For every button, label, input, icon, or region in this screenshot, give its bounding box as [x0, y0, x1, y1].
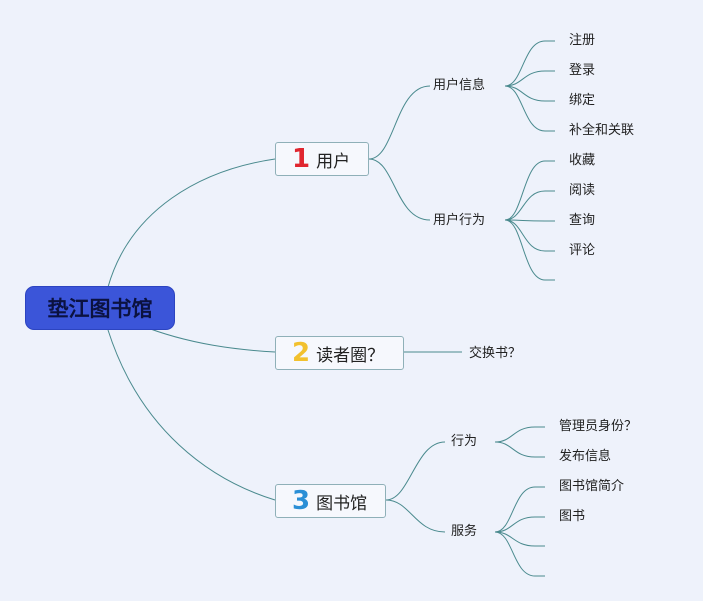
connector-leaf-lib-service-0	[494, 486, 536, 533]
topic-number-2: 2	[292, 338, 311, 368]
subtopic-exchange-books[interactable]: 交换书？	[469, 346, 522, 361]
connector-root-user	[107, 158, 276, 288]
connector-library-service	[385, 499, 446, 533]
connector-leaf-lib-service-3	[494, 531, 536, 577]
connector-leaf-behavior-4	[504, 219, 546, 281]
topic-user[interactable]: 1 用户	[275, 142, 369, 176]
leaf-admin-identity[interactable]: 管理员身份？	[559, 419, 638, 434]
connector-leaf-behavior-2	[504, 219, 546, 222]
connector-leaf-info-3	[504, 85, 546, 132]
leaf-register[interactable]: 注册	[569, 33, 596, 48]
connector-root-library	[107, 329, 276, 501]
connector-leaf-behavior-3	[504, 219, 546, 252]
leaf-read[interactable]: 阅读	[569, 183, 596, 198]
topic-number-1: 1	[292, 144, 311, 174]
topic-reader-circle[interactable]: 2 读者圈？	[275, 336, 404, 370]
leaf-comment[interactable]: 评论	[569, 243, 596, 258]
leaf-books[interactable]: 图书	[559, 509, 586, 524]
subtopic-library-behavior[interactable]: 行为	[451, 434, 478, 449]
connector-leaf-lib-behavior-1	[494, 441, 536, 458]
connector-leaf-info-0	[504, 40, 546, 87]
leaf-library-intro[interactable]: 图书馆简介	[559, 479, 625, 494]
connector-leaf-info-1	[504, 70, 546, 87]
connector-leaf-lib-behavior-0	[494, 426, 536, 443]
connector-leaf-behavior-1	[504, 190, 546, 221]
leaf-complete-and-link[interactable]: 补全和关联	[569, 123, 635, 138]
topic-label-library: 图书馆	[316, 493, 368, 514]
connector-user-behavior	[368, 158, 431, 221]
leaf-login[interactable]: 登录	[569, 63, 596, 78]
connector-library-behavior	[385, 441, 446, 501]
subtopic-user-behavior[interactable]: 用户行为	[433, 213, 486, 228]
central-topic-label: 垫江图书馆	[47, 297, 153, 321]
topic-label-user: 用户	[316, 151, 351, 172]
topic-label-reader-circle: 读者圈？	[316, 345, 385, 366]
subtopic-library-service[interactable]: 服务	[451, 524, 478, 539]
connector-leaf-lib-service-1	[494, 516, 536, 533]
subtopic-user-info[interactable]: 用户信息	[433, 78, 486, 93]
leaf-favorite[interactable]: 收藏	[569, 153, 596, 168]
connector-user-info	[368, 85, 431, 160]
connector-root-reader	[139, 324, 276, 353]
leaf-bind[interactable]: 绑定	[569, 93, 596, 108]
leaf-publish-info[interactable]: 发布信息	[559, 449, 612, 464]
connector-leaf-behavior-0	[504, 160, 546, 221]
central-topic[interactable]: 垫江图书馆	[25, 286, 175, 330]
leaf-search[interactable]: 查询	[569, 213, 596, 228]
topic-library[interactable]: 3 图书馆	[275, 484, 386, 518]
topic-number-3: 3	[292, 486, 311, 516]
